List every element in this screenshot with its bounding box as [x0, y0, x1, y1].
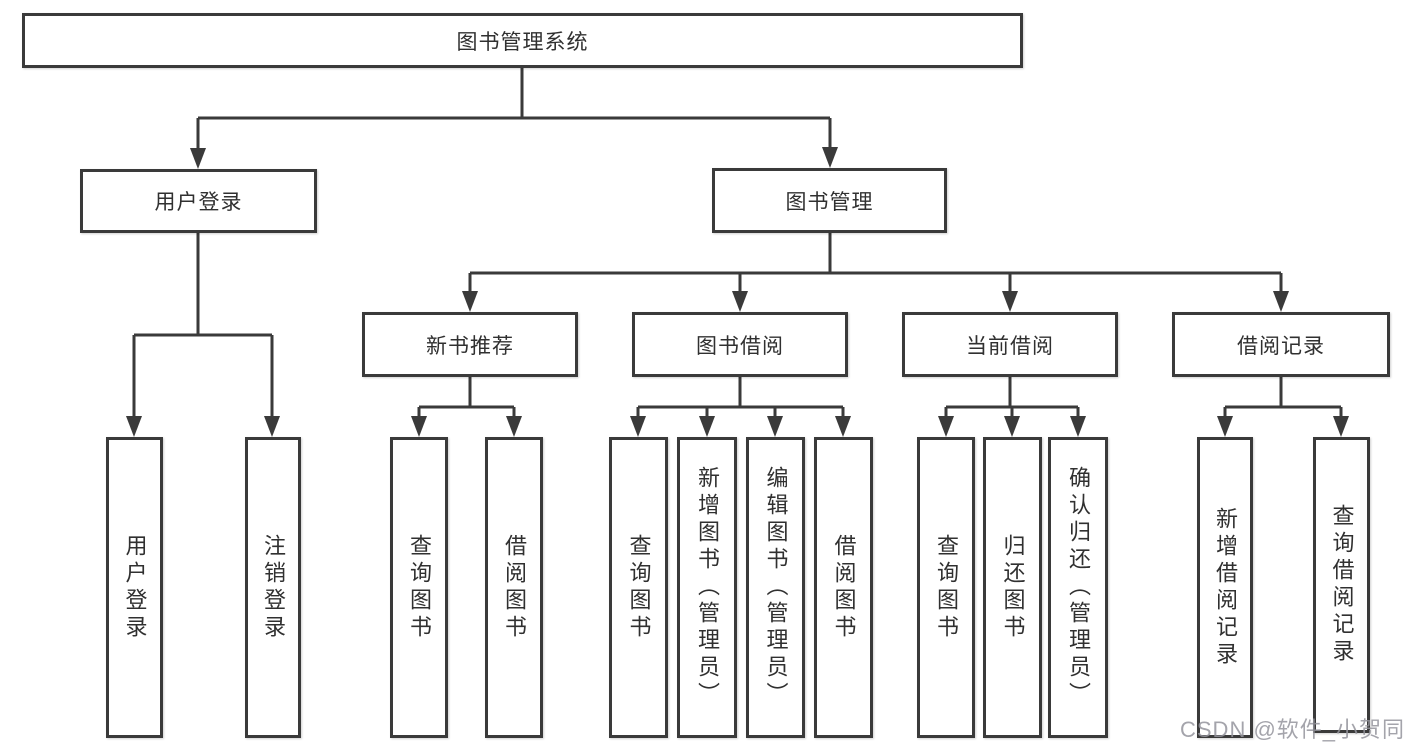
leaf-logout: 注销登录 — [245, 437, 301, 738]
node-user-login-branch-label: 用户登录 — [154, 191, 243, 214]
leaf-return-books: 归还图书 — [983, 437, 1042, 738]
leaf-query-books-current-label: 查询图书 — [934, 533, 959, 642]
node-root: 图书管理系统 — [22, 13, 1023, 68]
node-borrow-records: 借阅记录 — [1172, 312, 1390, 377]
arrowhead-icons — [126, 147, 1349, 437]
leaf-add-books-admin: 新增图书（管理员） — [677, 437, 737, 738]
leaf-user-login-label: 用户登录 — [122, 533, 148, 642]
leaf-add-books-admin-label: 新增图书（管理员） — [695, 466, 720, 709]
leaf-borrow-books: 借阅图书 — [814, 437, 873, 738]
leaf-borrow-books-recommend: 借阅图书 — [485, 437, 543, 738]
leaf-query-books-borrow-label: 查询图书 — [626, 533, 652, 642]
leaf-return-books-label: 归还图书 — [1000, 533, 1026, 642]
node-user-login-branch: 用户登录 — [80, 169, 317, 233]
leaf-query-books-recommend: 查询图书 — [390, 437, 448, 738]
node-book-management-label: 图书管理 — [785, 190, 874, 214]
leaf-borrow-books-recommend-label: 借阅图书 — [502, 533, 527, 642]
node-book-borrow: 图书借阅 — [632, 312, 848, 377]
leaf-confirm-return-admin-label: 确认归还（管理员） — [1066, 466, 1091, 709]
leaf-query-borrow-record-label: 查询借阅记录 — [1329, 504, 1355, 666]
leaf-query-books-borrow: 查询图书 — [609, 437, 668, 738]
node-borrow-records-label: 借阅记录 — [1237, 334, 1325, 358]
leaf-add-borrow-record-label: 新增借阅记录 — [1213, 506, 1238, 669]
leaf-query-borrow-record: 查询借阅记录 — [1313, 437, 1370, 733]
leaf-add-borrow-record: 新增借阅记录 — [1197, 437, 1253, 738]
watermark: CSDN @软件_小贺同学 — [1180, 717, 1405, 742]
node-root-label: 图书管理系统 — [456, 30, 589, 54]
leaf-edit-books-admin-label: 编辑图书（管理员） — [763, 466, 789, 709]
leaf-edit-books-admin: 编辑图书（管理员） — [746, 437, 805, 738]
node-new-book-recommend-label: 新书推荐 — [426, 334, 514, 358]
leaf-query-books-recommend-label: 查询图书 — [407, 533, 432, 642]
leaf-confirm-return-admin: 确认归还（管理员） — [1048, 437, 1108, 738]
node-current-borrow-label: 当前借阅 — [966, 334, 1054, 358]
leaf-query-books-current: 查询图书 — [917, 437, 975, 738]
leaf-borrow-books-label: 借阅图书 — [831, 533, 857, 642]
node-book-management: 图书管理 — [712, 168, 947, 233]
node-new-book-recommend: 新书推荐 — [362, 312, 578, 377]
leaf-user-login: 用户登录 — [106, 437, 163, 738]
leaf-logout-label: 注销登录 — [261, 533, 286, 642]
node-current-borrow: 当前借阅 — [902, 312, 1118, 377]
node-book-borrow-label: 图书借阅 — [696, 334, 784, 358]
connector-line-paths — [132, 68, 1343, 420]
